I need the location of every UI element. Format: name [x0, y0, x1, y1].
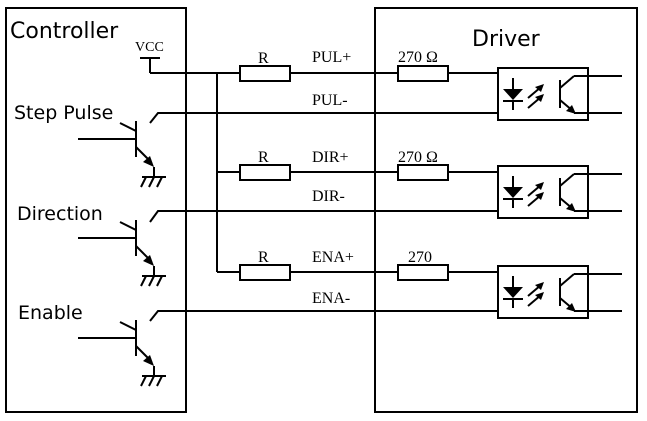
svg-text:R: R	[258, 249, 269, 266]
step-pulse-transistor	[78, 120, 167, 188]
ena-minus-label: ENA-	[312, 290, 350, 307]
step-pulse-label: Step Pulse	[14, 102, 113, 124]
pul-plus-wire	[290, 65, 514, 82]
ena-plus-label: ENA+	[312, 249, 354, 266]
vcc-label: VCC	[135, 40, 164, 55]
controller-box	[5, 7, 187, 413]
direction-transistor	[78, 219, 167, 287]
pullup-resistor-ena: R	[239, 249, 291, 281]
enable-transistor	[78, 319, 167, 387]
driver-title: Driver	[472, 27, 541, 52]
dir-plus-wire	[290, 164, 514, 181]
ena-minus-wire	[149, 310, 513, 322]
ena-plus-wire	[290, 264, 514, 281]
dir-plus-label: DIR+	[312, 149, 349, 166]
pul-plus-label: PUL+	[312, 49, 351, 66]
pullup-resistor-pul: R	[239, 50, 291, 82]
pullup-resistor-dir: R	[239, 149, 291, 181]
pul-series-resistor-label: 270 Ω	[398, 49, 438, 66]
dir-series-resistor-label: 270 Ω	[398, 149, 438, 166]
vcc-rail	[140, 57, 240, 273]
controller-title: Controller	[10, 19, 119, 44]
pul-minus-label: PUL-	[312, 92, 348, 109]
enable-label: Enable	[18, 302, 83, 324]
direction-label: Direction	[17, 203, 103, 225]
driver-output-leads	[574, 75, 622, 312]
ena-series-resistor-label: 270	[408, 249, 432, 266]
dir-minus-label: DIR-	[312, 188, 345, 205]
svg-text:R: R	[258, 149, 269, 166]
svg-text:R: R	[258, 50, 269, 67]
dir-minus-wire	[149, 210, 513, 223]
